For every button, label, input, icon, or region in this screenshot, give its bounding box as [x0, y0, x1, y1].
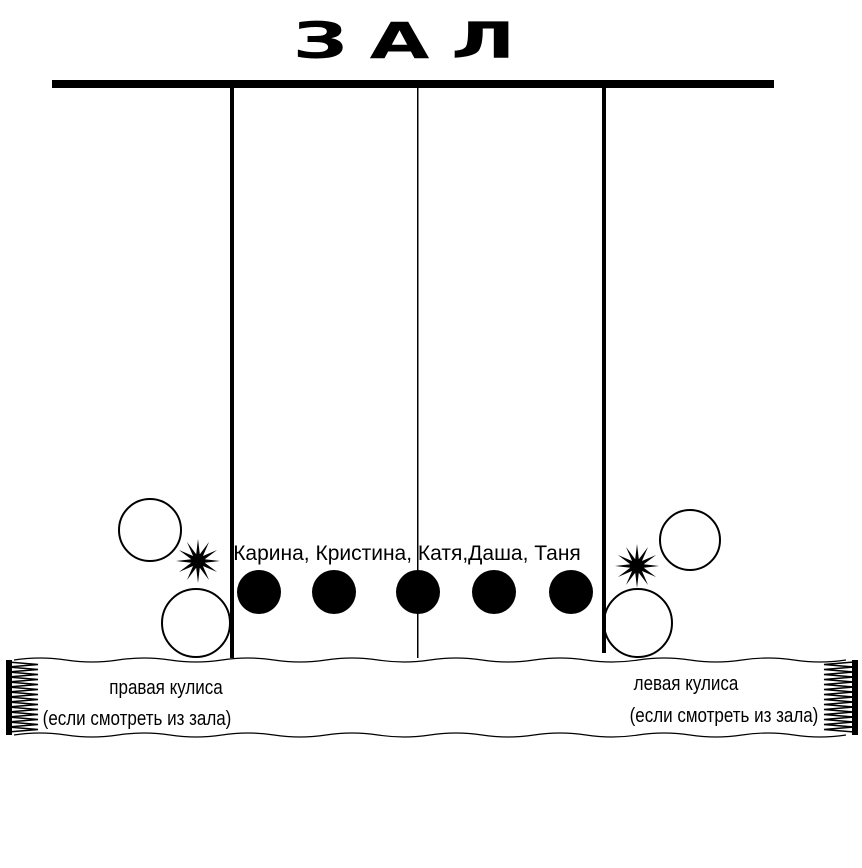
performers-label: Карина, Кристина, Катя,Даша, Таня	[233, 542, 581, 565]
left-wing-label: левая кулиса	[634, 672, 739, 695]
prop-circle-left-upper	[118, 498, 182, 562]
center-line	[417, 88, 419, 658]
hall-line	[52, 80, 774, 88]
star-marker-left	[176, 539, 220, 583]
performer-dot	[472, 570, 516, 614]
wing-fringe-left	[6, 660, 39, 735]
wings-band-bottom-edge	[13, 732, 847, 738]
prop-circle-right-upper	[659, 509, 721, 571]
star-shape	[615, 544, 659, 588]
right-wing-note: (если смотреть из зала)	[43, 707, 232, 730]
right-boundary-line	[602, 88, 606, 653]
left-wing-note: (если смотреть из зала)	[630, 704, 819, 727]
performer-dot	[549, 570, 593, 614]
star-marker-right	[615, 544, 659, 588]
wing-fringe-right	[823, 660, 858, 735]
fringe-zigzag	[823, 661, 855, 733]
hall-title: ЗАЛ	[293, 12, 537, 70]
wings-band-top-edge	[13, 657, 847, 663]
fringe-bar	[852, 660, 858, 735]
star-shape	[176, 539, 220, 583]
performer-dot	[312, 570, 356, 614]
left-boundary-line	[230, 88, 234, 658]
prop-circle-right-lower	[603, 588, 673, 658]
prop-circle-left-lower	[161, 588, 231, 658]
right-wing-label: правая кулиса	[109, 676, 223, 699]
performer-dot	[396, 570, 440, 614]
fringe-zigzag	[7, 661, 39, 733]
fringe-bar	[6, 660, 12, 735]
performer-dot	[237, 570, 281, 614]
